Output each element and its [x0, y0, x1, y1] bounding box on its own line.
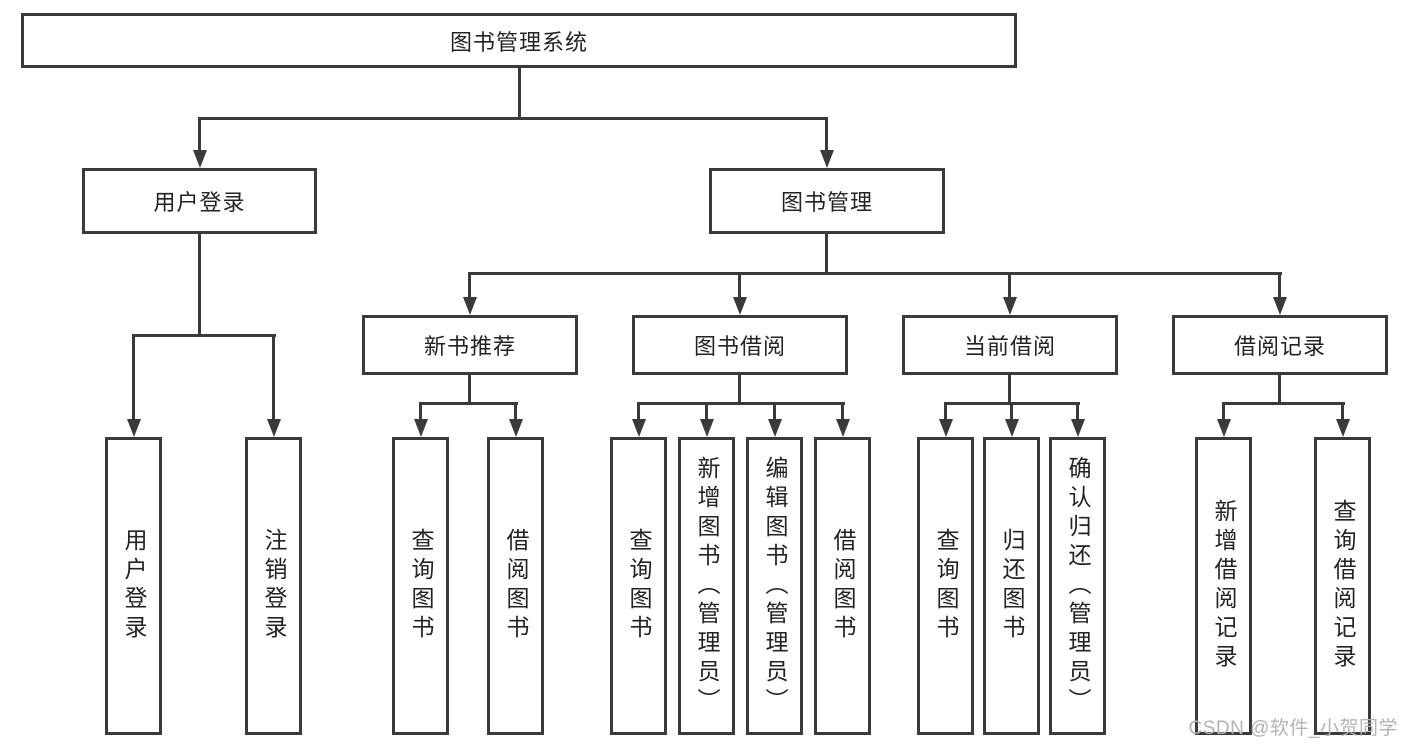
connector-line [518, 68, 521, 118]
connector-line [705, 402, 708, 422]
arrowhead-down-icon [820, 150, 834, 168]
leaf-records-query: 查询借阅记录 [1314, 437, 1371, 735]
connector-line [132, 334, 135, 422]
connector-line [468, 272, 1282, 275]
leaf-current-return-label: 归还图书 [999, 528, 1025, 644]
node-current-borrow-label: 当前借阅 [963, 334, 1056, 359]
node-borrow-records-label: 借阅记录 [1233, 334, 1326, 359]
node-user-login: 用户登录 [82, 168, 317, 234]
leaf-user-login-label: 用户登录 [121, 528, 147, 644]
leaf-borrow-borrow: 借阅图书 [814, 437, 871, 735]
node-borrow-records: 借阅记录 [1172, 315, 1388, 375]
connector-line [132, 334, 276, 337]
node-book-borrow-label: 图书借阅 [693, 334, 786, 359]
connector-line [825, 117, 828, 153]
leaf-newbooks-borrow-label: 借阅图书 [503, 528, 529, 644]
node-root-label: 图书管理系统 [449, 29, 588, 55]
arrowhead-down-icon [127, 419, 141, 437]
leaf-logout-label: 注销登录 [261, 528, 287, 644]
node-book-borrow: 图书借阅 [632, 315, 848, 375]
arrowhead-down-icon [267, 419, 281, 437]
leaf-borrow-add-label: 新增图书（管理员） [694, 455, 720, 717]
leaf-current-return: 归还图书 [983, 437, 1040, 735]
arrowhead-down-icon [1273, 297, 1287, 315]
connector-line [1222, 402, 1345, 405]
leaf-current-query: 查询图书 [917, 437, 974, 735]
connector-line [1008, 374, 1011, 405]
node-user-login-label: 用户登录 [153, 190, 246, 215]
connector-line [1076, 402, 1079, 422]
arrowhead-down-icon [193, 150, 207, 168]
connector-line [773, 402, 776, 422]
leaf-newbooks-query-label: 查询图书 [408, 528, 434, 644]
connector-line [419, 402, 422, 422]
leaf-newbooks-borrow: 借阅图书 [487, 437, 544, 735]
arrowhead-down-icon [836, 419, 850, 437]
leaf-borrow-query: 查询图书 [610, 437, 667, 735]
node-new-books: 新书推荐 [362, 315, 578, 375]
arrowhead-down-icon [509, 419, 523, 437]
node-current-borrow: 当前借阅 [902, 315, 1118, 375]
node-book-mgmt: 图书管理 [709, 168, 945, 234]
leaf-borrow-edit: 编辑图书（管理员） [746, 437, 803, 735]
connector-line [1222, 402, 1225, 422]
leaf-records-add: 新增借阅记录 [1195, 437, 1252, 735]
arrowhead-down-icon [1071, 419, 1085, 437]
leaf-borrow-query-label: 查询图书 [626, 528, 652, 644]
connector-line [272, 334, 275, 422]
leaf-user-login: 用户登录 [105, 437, 162, 735]
connector-line [738, 374, 741, 405]
connector-line [825, 234, 828, 275]
connector-line [1341, 402, 1344, 422]
arrowhead-down-icon [1217, 419, 1231, 437]
connector-line [637, 402, 640, 422]
arrowhead-down-icon [414, 419, 428, 437]
connector-line [419, 402, 518, 405]
connector-line [198, 117, 201, 153]
leaf-borrow-borrow-label: 借阅图书 [830, 528, 856, 644]
leaf-borrow-add: 新增图书（管理员） [678, 437, 735, 735]
leaf-newbooks-query: 查询图书 [392, 437, 449, 735]
leaf-records-add-label: 新增借阅记录 [1211, 499, 1237, 673]
connector-line [738, 272, 741, 299]
arrowhead-down-icon [733, 297, 747, 315]
connector-line [1278, 272, 1281, 299]
arrowhead-down-icon [632, 419, 646, 437]
connector-line [637, 402, 845, 405]
watermark: CSDN @软件_小贺同学 [1188, 718, 1398, 739]
arrowhead-down-icon [463, 297, 477, 315]
arrowhead-down-icon [700, 419, 714, 437]
connector-line [841, 402, 844, 422]
connector-line [1010, 402, 1013, 422]
connector-line [198, 234, 201, 336]
connector-line [468, 374, 471, 405]
connector-line [514, 402, 517, 422]
leaf-borrow-edit-label: 编辑图书（管理员） [762, 455, 788, 717]
arrowhead-down-icon [1005, 419, 1019, 437]
node-new-books-label: 新书推荐 [423, 334, 516, 359]
arrowhead-down-icon [1336, 419, 1350, 437]
leaf-current-confirm-label: 确认归还（管理员） [1065, 455, 1091, 717]
arrowhead-down-icon [768, 419, 782, 437]
connector-line [1278, 374, 1281, 405]
arrowhead-down-icon [1003, 297, 1017, 315]
leaf-current-confirm: 确认归还（管理员） [1049, 437, 1106, 735]
leaf-current-query-label: 查询图书 [933, 528, 959, 644]
leaf-logout: 注销登录 [245, 437, 302, 735]
node-book-mgmt-label: 图书管理 [780, 190, 873, 215]
connector-line [1008, 272, 1011, 299]
connector-line [468, 272, 471, 299]
node-root: 图书管理系统 [21, 13, 1017, 68]
arrowhead-down-icon [939, 419, 953, 437]
connector-line [944, 402, 947, 422]
leaf-records-query-label: 查询借阅记录 [1330, 499, 1356, 673]
connector-line [198, 117, 828, 120]
